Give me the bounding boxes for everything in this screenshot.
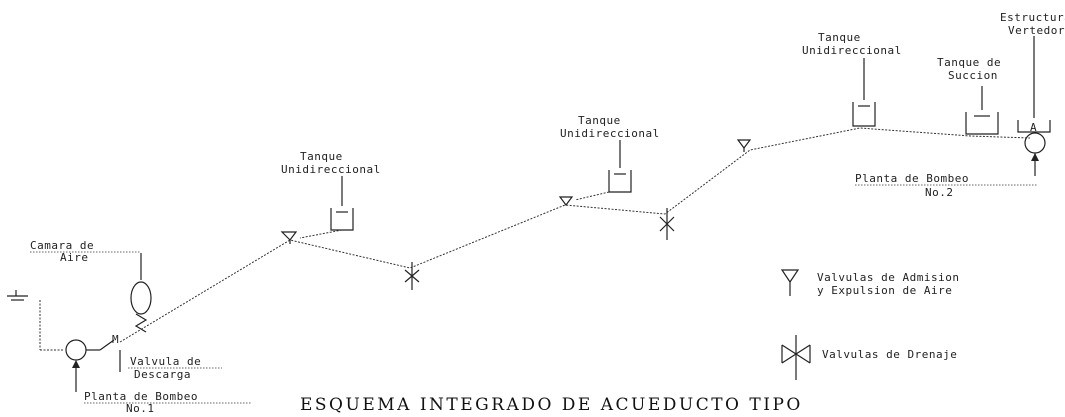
tank-1-icon (299, 176, 354, 239)
tank-3-label-1: Tanque (818, 31, 861, 44)
pump-station-2-icon (1024, 132, 1046, 176)
tank-3-label-2: Unidireccional (802, 44, 902, 57)
air-chamber-label-1: Camara de (30, 239, 94, 252)
legend-air-valve-label-1: Valvulas de Admision (817, 271, 959, 284)
diagram-title: ESQUEMA INTEGRADO DE ACUEDUCTO TIPO (300, 395, 803, 415)
tank-3-icon (852, 58, 876, 127)
drain-valve-2-icon (659, 208, 675, 240)
air-chamber-label-2: Aire (60, 251, 89, 264)
discharge-valve-icon: M (99, 333, 121, 372)
water-source-symbol (7, 290, 28, 301)
suction-tank-label-1: Tanque de (937, 56, 1001, 69)
pump-station-1-label-2: No.1 (126, 402, 155, 415)
legend-drain-valve-label: Valvulas de Drenaje (822, 348, 957, 361)
pump-station-1-icon (65, 339, 100, 392)
discharge-valve-label-2: Descarga (134, 368, 191, 381)
pump-station-1-label-1: Planta de Bombeo (84, 390, 198, 403)
legend-drain-valve-icon (781, 335, 811, 380)
suction-tank-icon (965, 86, 999, 135)
spillway-label-2: Vertedora (1008, 24, 1065, 37)
air-chamber-icon (130, 253, 152, 333)
pipeline-profile (119, 127, 1031, 343)
tank-2-icon (574, 140, 632, 201)
suction-tank-label-2: Succion (948, 69, 998, 82)
drain-valve-1-icon (404, 262, 420, 290)
discharge-valve-label-1: Valvula de (130, 355, 201, 368)
tank-1-label-2: Unidireccional (281, 163, 381, 176)
spillway-label-1: Estructura (1000, 11, 1065, 24)
valve-marker: M (112, 333, 119, 346)
tank-2-label-1: Tanque (578, 114, 621, 127)
tank-2-label-2: Unidireccional (560, 127, 660, 140)
pump-station-2-label-2: No.2 (925, 186, 954, 199)
pump-station-2-label-1: Planta de Bombeo (855, 172, 969, 185)
tank-1-label-1: Tanque (300, 150, 343, 163)
air-valve-2-icon (558, 196, 574, 206)
outlet-marker: A (1030, 121, 1037, 134)
air-valve-3-icon (736, 139, 752, 152)
spillway-structure-icon: A (1017, 36, 1051, 134)
legend-air-valve-icon (780, 269, 800, 296)
air-valve-1-icon (280, 231, 298, 244)
legend-air-valve-label-2: y Expulsion de Aire (817, 284, 952, 297)
